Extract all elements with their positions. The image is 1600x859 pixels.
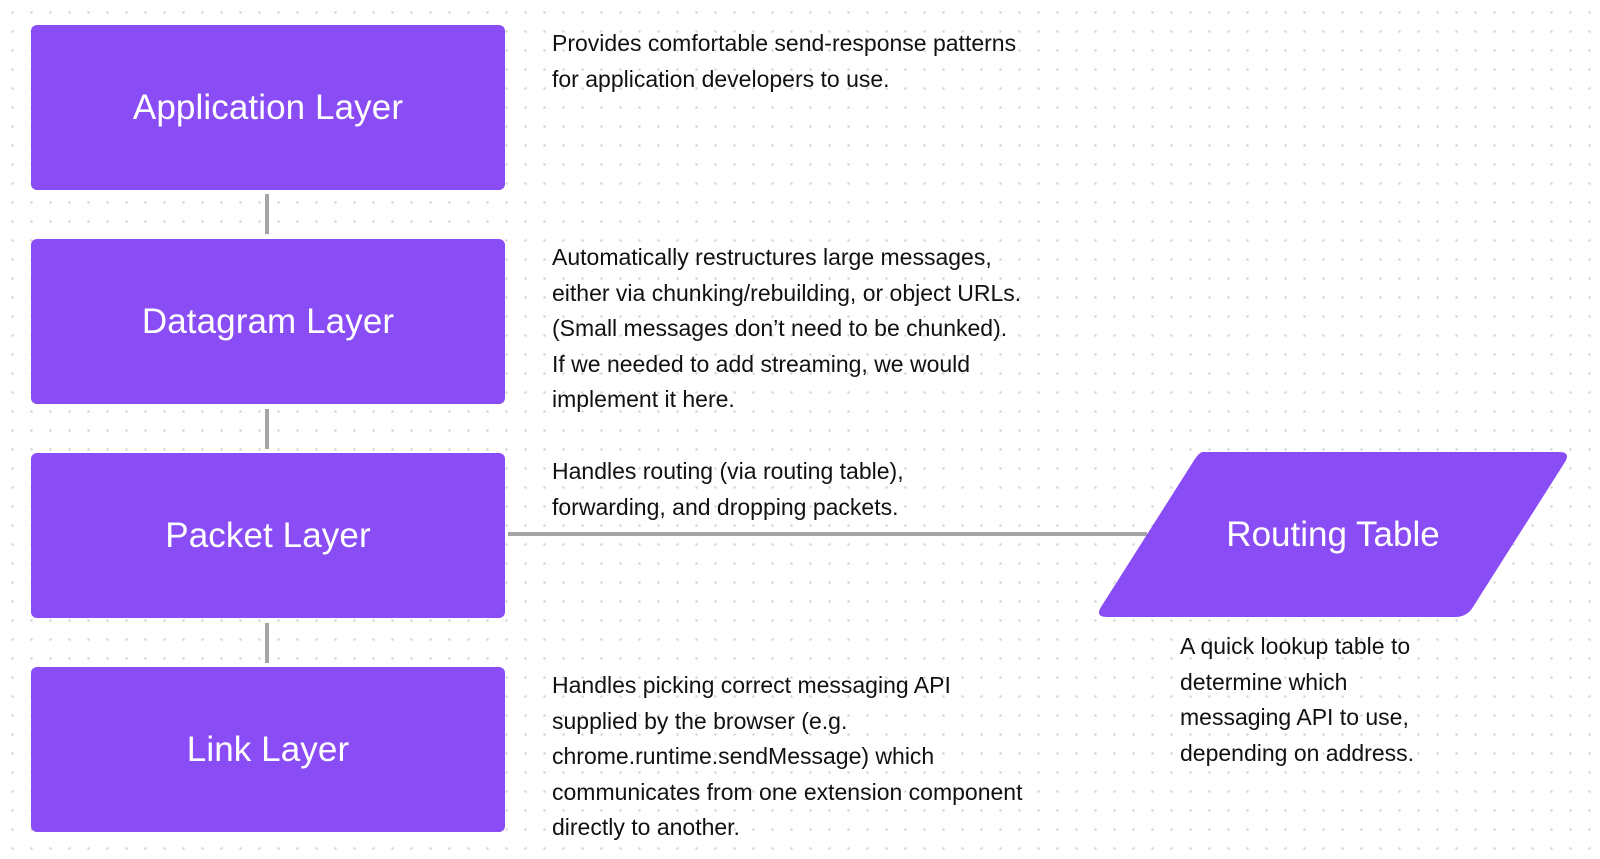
application-layer-label: Application Layer	[132, 87, 404, 127]
link-layer-label: Link Layer	[186, 729, 350, 769]
datagram-layer-description: Automatically restructures large message…	[552, 244, 1022, 412]
application-layer-box: Application Layer	[31, 25, 505, 190]
packet-layer-label: Packet Layer	[165, 515, 371, 555]
datagram-layer-label: Datagram Layer	[141, 301, 395, 341]
connector-packet-link	[265, 623, 269, 663]
datagram-layer-box: Datagram Layer	[31, 239, 505, 404]
packet-layer-box: Packet Layer	[31, 453, 505, 618]
routing-table-shape	[1099, 452, 1567, 617]
routing-table-box: Routing Table	[1095, 452, 1571, 617]
routing-table-description: A quick lookup table to determine which …	[1180, 633, 1415, 766]
connector-datagram-packet	[265, 409, 269, 449]
link-layer-box: Link Layer	[31, 667, 505, 832]
packet-layer-description: Handles routing (via routing table), for…	[552, 458, 904, 520]
connector-packet-routing	[508, 532, 1147, 536]
application-layer-description: Provides comfortable send-response patte…	[552, 30, 1017, 92]
link-layer-description: Handles picking correct messaging API su…	[552, 672, 1023, 840]
routing-table-label: Routing Table	[1226, 514, 1440, 554]
connector-application-datagram	[265, 194, 269, 234]
